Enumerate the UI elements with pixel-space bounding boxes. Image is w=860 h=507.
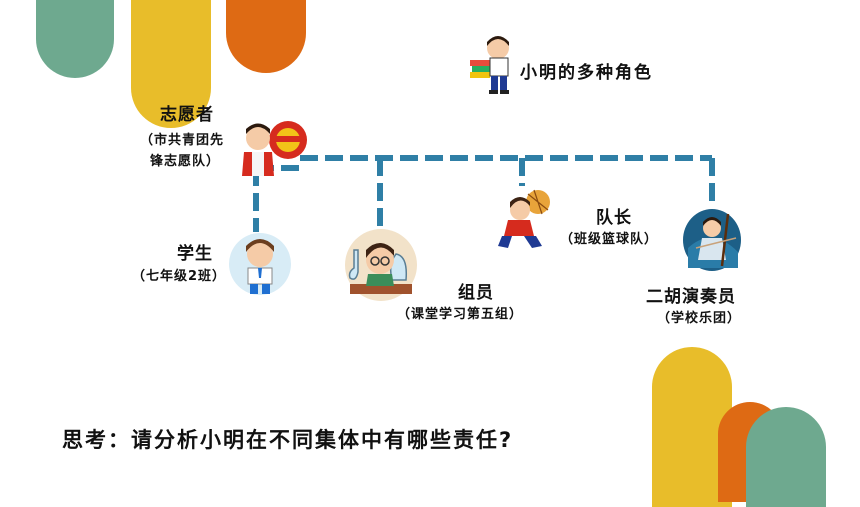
role-volunteer-sub-line2: 锋志愿队）: [150, 154, 221, 169]
role-member-sub: （课堂学习第五组）: [397, 307, 524, 322]
erhu-player-icon: [683, 209, 741, 271]
deco-yellow-pill-top: [131, 0, 211, 128]
role-volunteer-name: 志愿者: [160, 105, 214, 125]
role-student-name: 学生: [177, 244, 213, 264]
volunteer-figure-icon: [242, 121, 307, 176]
deco-orange-pill-top: [226, 0, 306, 73]
role-erhu-name: 二胡演奏员: [646, 287, 736, 307]
reflection-question: 思考：请分析小明在不同集体中有哪些责任?: [62, 428, 514, 452]
captain-figure-icon: [498, 189, 550, 248]
role-captain-sub: （班级篮球队）: [560, 232, 659, 247]
role-member-name: 组员: [458, 283, 494, 303]
role-student-sub: （七年级2班）: [132, 269, 227, 284]
role-erhu-sub: （学校乐团）: [657, 311, 742, 326]
role-captain-name: 队长: [596, 208, 632, 228]
member-figure-icon: [345, 229, 417, 301]
deco-green-pill-top: [36, 0, 114, 78]
xiaoming-reading-icon: [470, 36, 509, 94]
diagram-title: 小明的多种角色: [520, 63, 653, 83]
student-figure-icon: [229, 233, 291, 295]
role-volunteer-sub-line1: （市共青团先: [140, 133, 225, 148]
